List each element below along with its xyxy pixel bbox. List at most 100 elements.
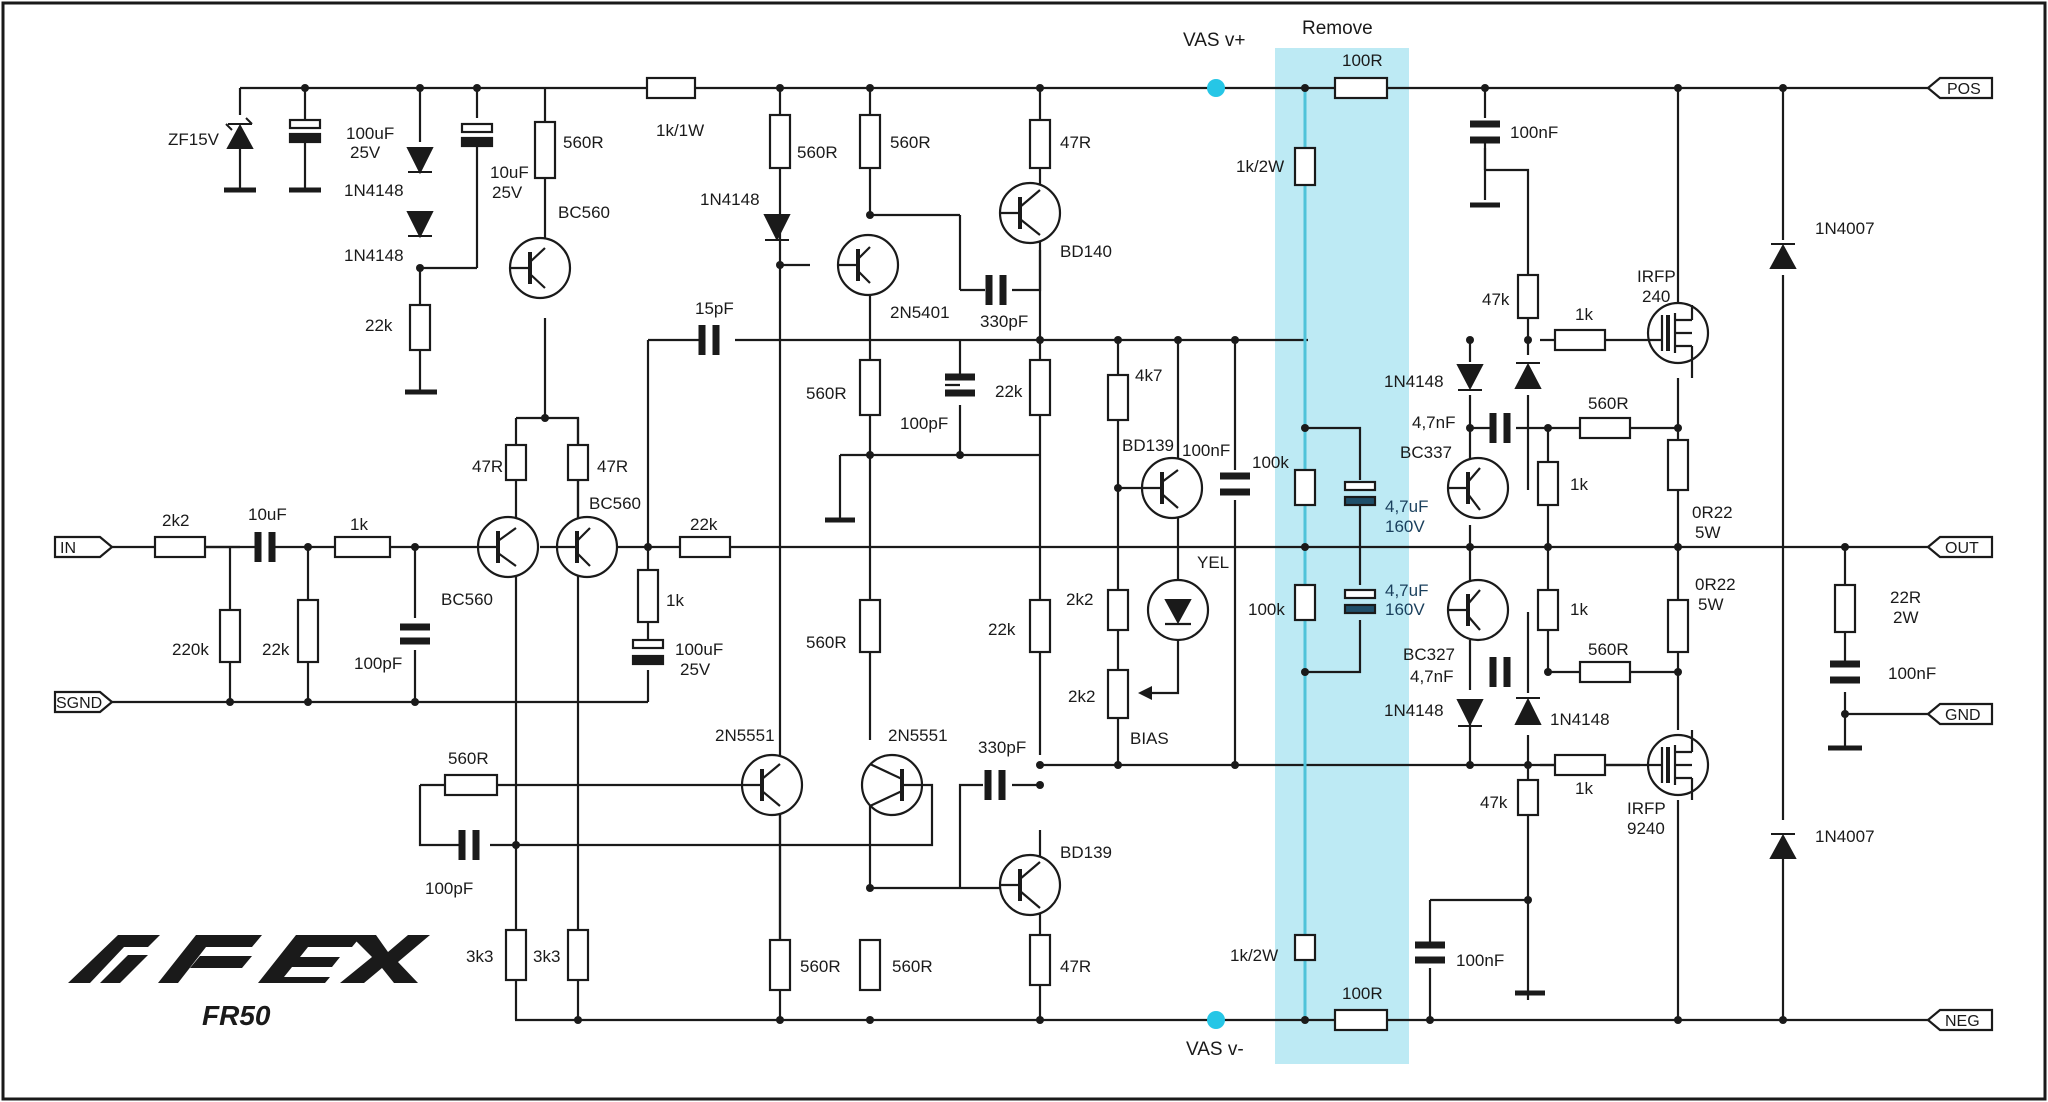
resistor xyxy=(768,938,792,992)
wiring xyxy=(112,86,1940,1022)
vas-neg-node xyxy=(1207,1011,1225,1029)
label-c47-a: 4,7uF xyxy=(1385,497,1428,516)
label-r0r22-bot: 0R22 xyxy=(1695,575,1736,594)
label-q-2n5551-l: 2N5551 xyxy=(715,726,775,745)
label-q-bd139-low: BD139 xyxy=(1060,843,1112,862)
label-r100k-a: 100k xyxy=(1252,453,1289,472)
resistor xyxy=(1333,76,1389,100)
label-mos-n-n: 240 xyxy=(1642,287,1670,306)
label-c100p-fb: 100pF xyxy=(425,879,473,898)
label-c330-low: 330pF xyxy=(978,738,1026,757)
label-c100p-in: 100pF xyxy=(354,654,402,673)
resistor xyxy=(1106,373,1130,422)
label-r560-top: 560R xyxy=(563,133,604,152)
label-r47-r: 47R xyxy=(597,457,628,476)
label-mos-p-n: 9240 xyxy=(1627,819,1665,838)
label-led: YEL xyxy=(1197,553,1229,572)
label-r0r22-bot-w: 5W xyxy=(1698,595,1724,614)
resistor xyxy=(566,443,590,482)
label-r560-i: 560R xyxy=(1588,640,1629,659)
resistor xyxy=(408,303,432,352)
remove-highlight xyxy=(1275,48,1409,1064)
resistor xyxy=(1578,660,1632,684)
label-d5: 1N4148 xyxy=(1384,701,1444,720)
resistor xyxy=(1293,146,1317,187)
vas-pos-label: VAS v+ xyxy=(1183,30,1245,51)
label-r47-low: 47R xyxy=(1060,957,1091,976)
label-r1k2w-bot: 1k/2W xyxy=(1230,946,1278,965)
resistor xyxy=(1293,933,1317,962)
label-r560-d: 560R xyxy=(806,384,847,403)
label-r560-h: 560R xyxy=(1588,394,1629,413)
resistor xyxy=(218,608,242,664)
resistor xyxy=(533,120,557,180)
label-c47-b: 4,7uF xyxy=(1385,581,1428,600)
label-zener: ZF15V xyxy=(168,130,220,149)
label-c10u-in: 10uF xyxy=(248,505,287,524)
resistor xyxy=(1028,118,1052,170)
label-r22k-low: 22k xyxy=(988,620,1016,639)
label-r1k-side-bot: 1k xyxy=(1570,600,1588,619)
label-d4: 1N4148 xyxy=(1384,372,1444,391)
label-r2k2-bias: 2k2 xyxy=(1066,590,1093,609)
label-r22k-top: 22k xyxy=(365,316,393,335)
label-r100-top: 100R xyxy=(1342,51,1383,70)
label-c-100u-a: 100uF xyxy=(346,124,394,143)
label-q-bd139-bias: BD139 xyxy=(1122,436,1174,455)
label-r22k-in: 22k xyxy=(262,640,290,659)
resistor xyxy=(1553,328,1607,352)
label-r47k-top: 47k xyxy=(1482,290,1510,309)
resistor xyxy=(1028,933,1052,987)
label-c47n-bot: 4,7nF xyxy=(1410,667,1453,686)
label-r22r-w: 2W xyxy=(1893,608,1919,627)
label-r1k-fb: 1k xyxy=(666,591,684,610)
resistor xyxy=(858,938,882,992)
port-sgnd-label: SGND xyxy=(56,695,102,712)
resistor xyxy=(1516,273,1540,320)
label-r100-bot: 100R xyxy=(1342,984,1383,1003)
resistor xyxy=(153,535,207,559)
label-c100u-fb-v: 25V xyxy=(680,660,711,679)
port-neg-label: NEG xyxy=(1945,1013,1980,1030)
label-r0r22-top-w: 5W xyxy=(1695,523,1721,542)
label-c47-b-v: 160V xyxy=(1385,600,1425,619)
label-c100u-fb: 100uF xyxy=(675,640,723,659)
label-r100k-b: 100k xyxy=(1248,600,1285,619)
remove-label: Remove xyxy=(1302,18,1373,39)
resistor xyxy=(443,773,499,797)
label-c47-a-v: 160V xyxy=(1385,517,1425,536)
resistor xyxy=(504,928,528,982)
label-c100n-top: 100nF xyxy=(1510,123,1558,142)
resistor xyxy=(504,443,528,482)
label-c100n-zob: 100nF xyxy=(1888,664,1936,683)
label-mos-p: IRFP xyxy=(1627,799,1666,818)
vas-neg-label: VAS v- xyxy=(1186,1039,1244,1060)
resistor xyxy=(1293,583,1317,622)
resistor xyxy=(1553,753,1607,777)
resistor xyxy=(1106,668,1130,720)
label-r4k7: 4k7 xyxy=(1135,366,1162,385)
label-c100n-bias: 100nF xyxy=(1182,441,1230,460)
resistor xyxy=(1516,778,1540,817)
label-pot-bias: BIAS xyxy=(1130,729,1169,748)
component-labels: ZF15V 100uF 25V 1N4148 1N4148 22k 10uF 2… xyxy=(162,51,1936,1003)
label-c100p-mid: 100pF xyxy=(900,414,948,433)
label-pot: 2k2 xyxy=(1068,687,1095,706)
label-r22r: 22R xyxy=(1890,588,1921,607)
label-r220k: 220k xyxy=(172,640,209,659)
resistor xyxy=(1536,588,1560,632)
label-r22k-mid: 22k xyxy=(995,382,1023,401)
label-d-1n4007-top: 1N4007 xyxy=(1815,219,1875,238)
resistor xyxy=(1833,583,1857,634)
resistor xyxy=(1578,416,1632,440)
port-out xyxy=(1926,535,1994,559)
label-r3k3-r: 3k3 xyxy=(533,947,560,966)
label-r22k-fb: 22k xyxy=(690,515,718,534)
resistor xyxy=(1333,1008,1389,1032)
label-r3k3-l: 3k3 xyxy=(466,947,493,966)
resistor xyxy=(858,598,882,654)
label-q-2n5551-r: 2N5551 xyxy=(888,726,948,745)
label-d-1n4007-bot: 1N4007 xyxy=(1815,827,1875,846)
resistor xyxy=(1028,598,1052,654)
